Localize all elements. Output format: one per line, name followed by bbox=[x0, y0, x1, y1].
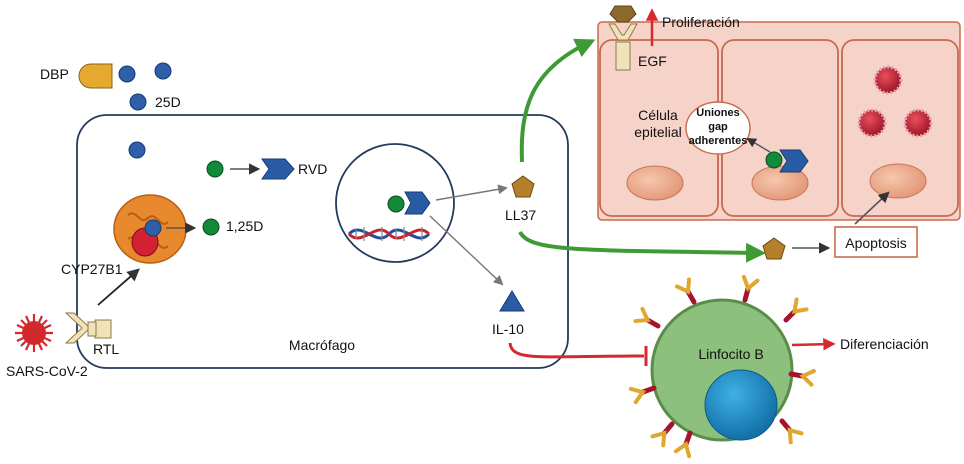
nucleus-cell-1 bbox=[626, 165, 684, 201]
25d-label: 25D bbox=[155, 94, 181, 110]
dbp-label: DBP bbox=[40, 66, 69, 82]
rtl-receptor-icon bbox=[64, 312, 112, 344]
celula-epitelial-label-1: Célula bbox=[638, 107, 678, 123]
vdr-to-junction-arrow bbox=[746, 138, 771, 153]
calcitriol-dot-icon bbox=[765, 151, 783, 169]
nuclear-vdr-receptor-icon bbox=[404, 191, 431, 215]
epithelial-tissue: Célula epitelial Uniones gap adherentes bbox=[597, 21, 961, 221]
nuclear-calcitriol-dot-icon bbox=[387, 195, 405, 213]
proliferacion-label: Proliferación bbox=[662, 14, 740, 30]
linfocito-nucleus bbox=[704, 369, 778, 441]
epithelial-cell-3 bbox=[841, 39, 959, 217]
25d-intracellular-dot-icon bbox=[128, 141, 146, 159]
linfocito-b-label: Linfocito B bbox=[698, 346, 763, 362]
macrofago-label: Macrófago bbox=[289, 337, 355, 353]
dna-helix-icon bbox=[347, 227, 431, 241]
diferenciacion-arrow bbox=[791, 337, 836, 351]
uniones-label-2: gap bbox=[708, 121, 728, 133]
bcr-receptor-icon bbox=[628, 274, 816, 459]
cyp27b1-label: CYP27B1 bbox=[61, 261, 123, 277]
rvd-label: RVD bbox=[298, 161, 327, 177]
nucleus-cell-3 bbox=[869, 163, 927, 199]
diferenciacion-label: Diferenciación bbox=[840, 336, 929, 352]
celula-epitelial-label-2: epitelial bbox=[634, 124, 681, 140]
il10-cytokine-icon bbox=[499, 290, 525, 312]
ll37-label: LL37 bbox=[505, 207, 536, 223]
25d-dot-icon bbox=[129, 93, 147, 111]
sars-cov-2-label: SARS-CoV-2 bbox=[6, 363, 88, 379]
gap-junction-oval bbox=[685, 101, 751, 155]
sars-cov-2-virus-icon bbox=[15, 314, 53, 352]
125d-dot-icon bbox=[202, 218, 220, 236]
il10-label: IL-10 bbox=[492, 321, 524, 337]
egf-label: EGF bbox=[638, 53, 667, 69]
nucleus-to-ll37-arrow bbox=[435, 184, 508, 201]
dbp-protein-icon bbox=[78, 63, 113, 89]
ll37-peptide-icon bbox=[511, 175, 535, 198]
apoptosis-to-cell-arrow bbox=[854, 191, 890, 225]
apoptosis-label: Apoptosis bbox=[845, 235, 906, 251]
rtl-label: RTL bbox=[93, 341, 119, 357]
uniones-label-3: adherentes bbox=[689, 135, 748, 147]
uniones-label-1: Uniones bbox=[696, 107, 739, 119]
ll37-peptide-icon bbox=[762, 237, 786, 260]
rvd-receptor-icon bbox=[261, 158, 295, 180]
il10-inhibition-line bbox=[508, 342, 645, 359]
apoptotic-body-icon bbox=[857, 65, 933, 138]
rtl-to-mito-arrow bbox=[97, 268, 140, 306]
25d-dot-icon bbox=[154, 62, 172, 80]
25d-dot-icon bbox=[118, 65, 136, 83]
nucleus-to-il10-arrow bbox=[429, 215, 504, 286]
egf-receptor-icon bbox=[608, 5, 638, 71]
25d-mito-dot-icon bbox=[144, 219, 162, 237]
calcitriol-dot-icon bbox=[206, 160, 224, 178]
ll37-to-epithelium-arrow bbox=[519, 38, 596, 163]
125d-label: 1,25D bbox=[226, 218, 263, 234]
ll37-to-apoptosis-arrow bbox=[518, 230, 766, 263]
vdr-receptor-icon bbox=[779, 149, 809, 173]
apoptosis-box bbox=[834, 226, 918, 258]
